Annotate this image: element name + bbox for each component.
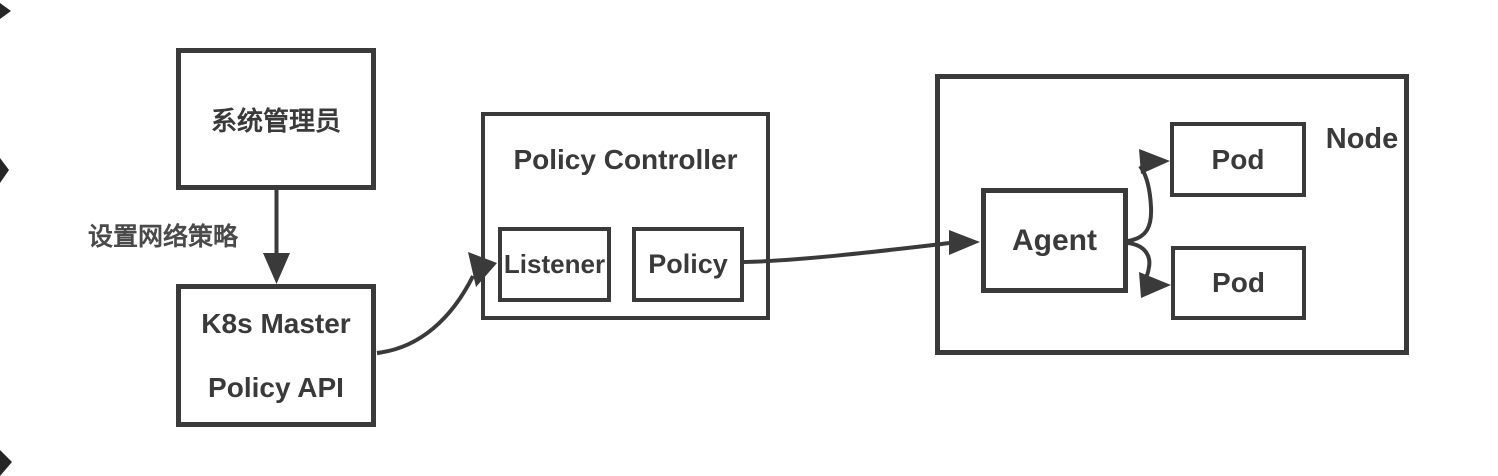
node-listener-label: Listener <box>503 249 606 279</box>
node-pod-top: Pod <box>1170 122 1306 197</box>
arrowhead-down-icon <box>263 253 290 284</box>
node-policy: Policy <box>632 227 744 302</box>
cropped-mark-icon <box>0 158 9 183</box>
node-agent: Agent <box>981 188 1128 293</box>
node-k8s-master-label-line1: K8s Master <box>201 307 351 339</box>
node-pod-bottom: Pod <box>1171 246 1306 320</box>
node-node-label: Node <box>1325 122 1399 155</box>
node-agent-label: Agent <box>1012 223 1097 257</box>
node-policy-controller-title: Policy Controller <box>513 144 738 175</box>
node-listener: Listener <box>498 227 611 302</box>
node-system-admin-label: 系统管理员 <box>210 105 341 136</box>
node-policy-label: Policy <box>648 249 728 279</box>
cropped-mark-icon <box>0 3 11 19</box>
node-pod-top-label: Pod <box>1211 143 1265 175</box>
edge-k8s-to-listener-line <box>376 275 475 355</box>
node-k8s-master-label-line2: Policy API <box>208 371 344 403</box>
edge-policy-to-agent-line <box>742 241 951 264</box>
node-k8s-master-policy-api: K8s Master Policy API <box>176 284 376 427</box>
node-system-admin: 系统管理员 <box>176 48 376 190</box>
node-pod-bottom-label: Pod <box>1212 267 1265 298</box>
edge-label-set-network-policy: 设置网络策略 <box>88 223 239 251</box>
cropped-mark-icon <box>0 450 12 476</box>
